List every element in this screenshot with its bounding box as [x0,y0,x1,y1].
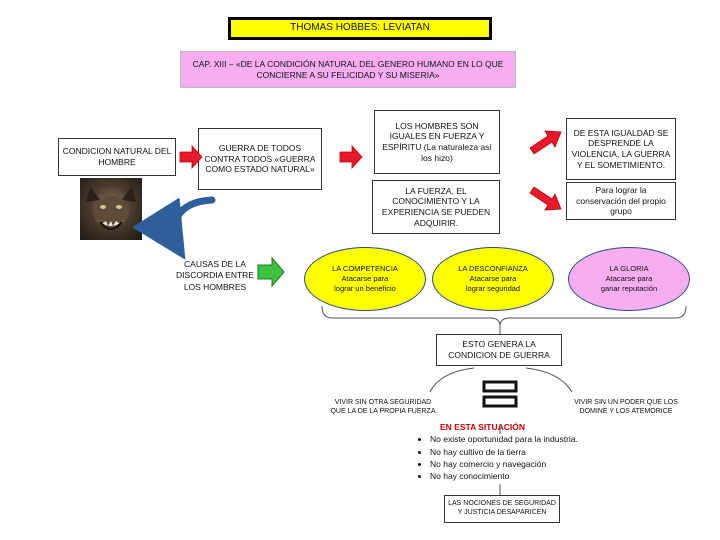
situacion-list: EN ESTA SITUACIÓN No existe oportunidad … [408,421,638,483]
red-arrow-icon [339,144,363,170]
conservacion-box: Para lograr la conservación del propio g… [566,182,676,220]
hombres-iguales-box: LOS HOMBRES SON IGUALES EN FUERZA Y ESPÍ… [374,110,500,174]
condicion-natural-box: CONDICION NATURAL DEL HOMBRE [58,138,176,176]
gloria-ellipse: LA GLORIA Atacarse para ganar reputación [568,247,690,311]
connector-lines [429,367,573,495]
desconfianza-line1: Atacarse para [469,274,517,284]
curved-arrow-icon [132,196,216,260]
list-item: No hay comercio y navegación [430,458,638,470]
list-item: No hay cultivo de la tierra [430,446,638,458]
desconfianza-title: LA DESCONFIANZA [458,264,528,274]
genera-guerra-box: ESTO GENERA LA CONDICION DE GUERRA [436,334,562,366]
competencia-ellipse: LA COMPETENCIA Atacarse para lograr un b… [304,247,426,311]
guerra-todos-box: GUERRA DE TODOS CONTRA TODOS «GUERRA COM… [198,128,322,190]
causas-discordia-text: CAUSAS DE LA DISCORDIA ENTRE LOS HOMBRES [176,259,254,292]
list-item: No existe oportunidad para la industria. [430,433,638,445]
equals-icon [482,380,518,408]
diagram-title: THOMAS HOBBES: LEVIATAN [228,17,492,40]
vivir-sin-poder-text: VIVIR SIN UN PODER QUE LOS DOMINE Y LOS … [574,398,678,415]
igualdad-desprende-box: DE ESTA IGUALDAD SE DESPRENDE LA VIOLENC… [566,118,676,180]
vivir-sin-seguridad-text: VIVIR SIN OTRA SEGURIDAD QUE LA DE LA PR… [330,398,436,415]
green-arrow-icon [257,256,285,288]
gloria-title: LA GLORIA [609,264,649,274]
list-item: No hay conocimiento [430,470,638,482]
gloria-line2: ganar reputación [600,283,658,293]
competencia-line2: lograr un beneficio [334,283,396,293]
red-arrow-icon [529,186,562,211]
desconfianza-ellipse: LA DESCONFIANZA Atacarse para lograr seg… [432,247,554,311]
competencia-title: LA COMPETENCIA [332,264,398,274]
competencia-line1: Atacarse para [341,274,389,284]
brace-connector [321,305,687,334]
wolf-image [80,178,142,240]
chapter-box: CAP. XIII – «DE LA CONDICIÓN NATURAL DEL… [180,51,516,88]
desconfianza-line2: lograr seguridad [465,283,521,293]
fuerza-conocimiento-box: LA FUERZA, EL CONOCIMIENTO Y LA EXPERIEN… [372,180,500,234]
red-arrow-icon [529,130,562,155]
red-arrow-icon [179,144,203,170]
situacion-heading: EN ESTA SITUACIÓN [440,422,526,432]
gloria-line1: Atacarse para [605,274,653,284]
nociones-box: LAS NOCIONES DE SEGURIDAD Y JUSTICIA DES… [444,495,560,523]
